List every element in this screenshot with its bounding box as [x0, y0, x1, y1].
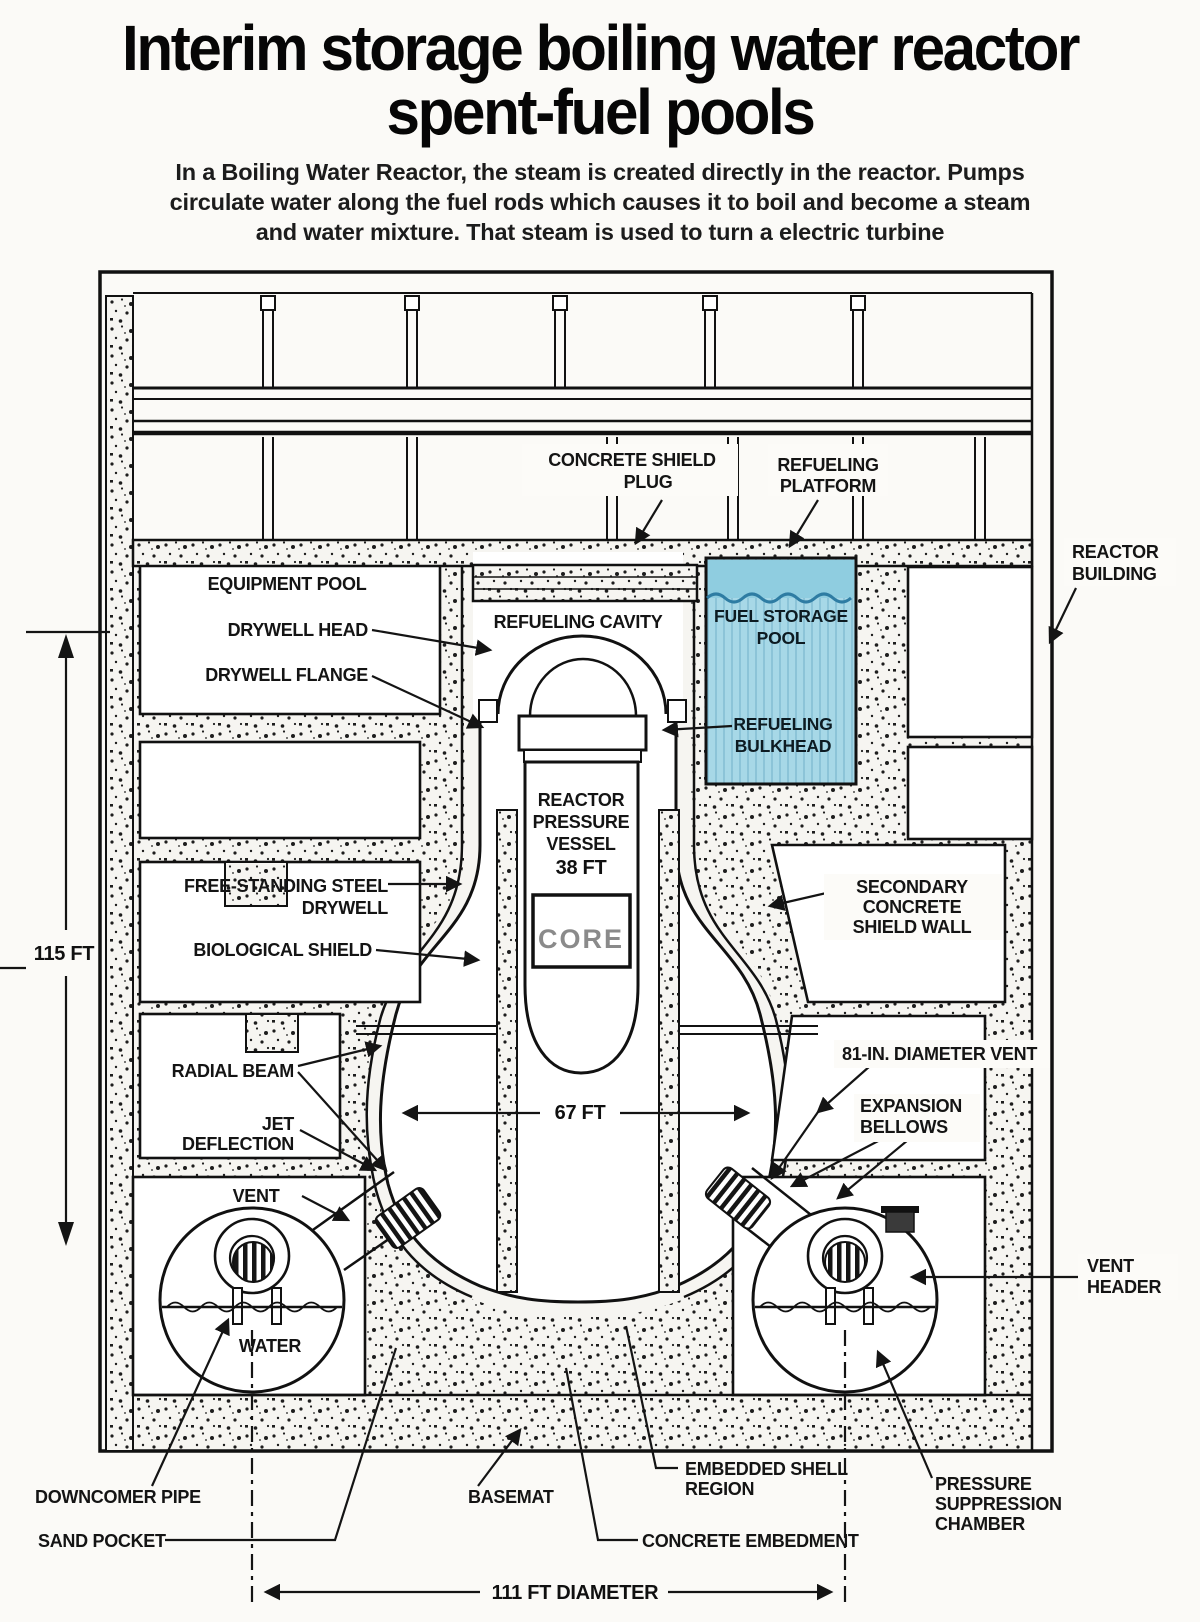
subtitle-line: In a Boiling Water Reactor, the steam is…	[175, 159, 1025, 185]
crane-rails	[133, 386, 1032, 436]
label-expansion-bellows: BELLOWS	[860, 1117, 948, 1137]
expansion-bellows-left	[374, 1187, 442, 1249]
label-refueling-cavity: REFUELING CAVITY	[494, 612, 663, 632]
label-biological-shield: BIOLOGICAL SHIELD	[193, 940, 372, 960]
label-drywell-head: DRYWELL HEAD	[228, 620, 369, 640]
label-fuel-storage-pool: POOL	[757, 628, 806, 648]
vent-header-pipe	[824, 1241, 866, 1283]
label-expansion-bellows: EXPANSION	[860, 1096, 962, 1116]
label-secondary-shield-wall: SHIELD WALL	[853, 917, 972, 937]
label-concrete-embedment: CONCRETE EMBEDMENT	[642, 1531, 859, 1551]
right-room-mid	[906, 745, 1034, 841]
height-dimension: 115 FT	[0, 630, 110, 1246]
label-embedded-shell-region: REGION	[685, 1479, 754, 1499]
vessel-flange-lower	[523, 749, 642, 763]
label-downcomer-pipe: DOWNCOMER PIPE	[35, 1487, 201, 1507]
label-vent-header: HEADER	[1087, 1277, 1162, 1297]
title-line-1: Interim storage boiling water reactor	[121, 12, 1080, 84]
label-pressure-suppression-chamber: PRESSURE	[935, 1474, 1032, 1494]
diameter-dimension: 111 FT DIAMETER	[263, 1582, 834, 1604]
biological-shield-concrete-edge-left	[365, 566, 473, 1299]
label-core: CORE	[538, 924, 624, 954]
upper-hall-columns	[260, 295, 866, 388]
label-reactor-building: BUILDING	[1072, 564, 1157, 584]
core-box	[531, 893, 632, 969]
vessel-head-dome	[528, 657, 638, 717]
vent-header-pipe	[232, 1241, 274, 1283]
concrete-notch	[224, 861, 288, 907]
label-refueling-bulkhead: REFUELING	[733, 714, 832, 734]
label-fuel-storage-pool: FUEL STORAGE	[714, 606, 848, 626]
label-embedded-shell-region: EMBEDDED SHELL	[685, 1459, 848, 1479]
vessel-pedestal	[356, 809, 818, 1293]
label-refueling-bulkhead: BULKHEAD	[735, 736, 832, 756]
header: Interim storage boiling water reactor sp…	[0, 0, 1200, 248]
vessel-flange	[517, 714, 648, 752]
subtitle-line: and water mixture. That steam is used to…	[255, 218, 945, 245]
torus-vent-cap	[881, 1206, 919, 1213]
pool-upper-water	[708, 560, 854, 598]
label-concrete-shield-plug: PLUG	[624, 472, 673, 492]
concrete-notch	[245, 1013, 299, 1053]
fuel-storage-pool-graphic	[704, 556, 858, 786]
label-secondary-shield-wall: SECONDARY	[856, 877, 968, 897]
label-rpv: VESSEL	[546, 834, 616, 854]
label-reactor-building: REACTOR	[1072, 542, 1159, 562]
label-81in-vent: 81-IN. DIAMETER VENT	[842, 1044, 1037, 1064]
label-rpv: PRESSURE	[533, 812, 630, 832]
label-free-standing-drywell: FREE-STANDING STEEL	[184, 876, 388, 896]
right-room-upper	[906, 565, 1034, 739]
page-title: Interim storage boiling water reactor sp…	[36, 16, 1164, 144]
subtitle-line: circulate water along the fuel rods whic…	[169, 188, 1031, 215]
label-jet-deflection: JET	[262, 1114, 294, 1134]
expansion-bellows-right	[704, 1166, 772, 1230]
label-free-standing-drywell: DRYWELL	[302, 898, 389, 918]
label-drywell-flange: DRYWELL FLANGE	[205, 665, 368, 685]
left-shield-wall	[105, 295, 134, 1452]
pool-waterline	[706, 592, 852, 604]
label-refueling-platform: PLATFORM	[780, 476, 876, 496]
label-pressure-suppression-chamber: SUPPRESSION	[935, 1494, 1062, 1514]
centerlines	[250, 1330, 847, 1608]
label-concrete-shield-plug: CONCRETE SHIELD	[548, 450, 716, 470]
diagram-labels: CONCRETE SHIELD PLUG REFUELING PLATFORM …	[35, 444, 1178, 1551]
flange-block	[478, 699, 498, 723]
reactor-pressure-vessel-graphic	[478, 634, 687, 1075]
concrete-shield-plug-slabs	[471, 563, 699, 603]
drywell-diameter-dimension: 67 FT	[401, 1102, 751, 1124]
left-room-upper	[138, 740, 422, 840]
label-jet-deflection: DEFLECTION	[182, 1134, 294, 1154]
label-equipment-pool: EQUIPMENT POOL	[208, 574, 367, 594]
reactor-building-shell	[98, 270, 1054, 1453]
label-radial-beam: RADIAL BEAM	[172, 1061, 294, 1081]
flange-block	[667, 699, 687, 723]
subtitle: In a Boiling Water Reactor, the steam is…	[100, 158, 1100, 248]
diameter-dimension-label: 111 FT DIAMETER	[492, 1582, 660, 1604]
label-secondary-shield-wall: CONCRETE	[863, 897, 962, 917]
label-rpv-height: 38 FT	[556, 857, 607, 879]
leader-lines	[150, 499, 1082, 1542]
label-water: WATER	[239, 1336, 301, 1356]
label-basemat: BASEMAT	[468, 1487, 554, 1507]
title-line-2: spent-fuel pools	[386, 76, 816, 148]
label-sand-pocket: SAND POCKET	[38, 1531, 166, 1551]
suppression-chamber-left	[158, 1206, 346, 1394]
suppression-chamber-right	[751, 1206, 939, 1394]
drywell-dimension-label: 67 FT	[555, 1102, 606, 1124]
label-pressure-suppression-chamber: CHAMBER	[935, 1514, 1025, 1534]
label-rpv: REACTOR	[538, 790, 625, 810]
label-vent-header: VENT	[1087, 1256, 1134, 1276]
label-refueling-platform: REFUELING	[777, 455, 878, 475]
label-vent: VENT	[233, 1186, 280, 1206]
height-dimension-label: 115 FT	[34, 943, 95, 965]
